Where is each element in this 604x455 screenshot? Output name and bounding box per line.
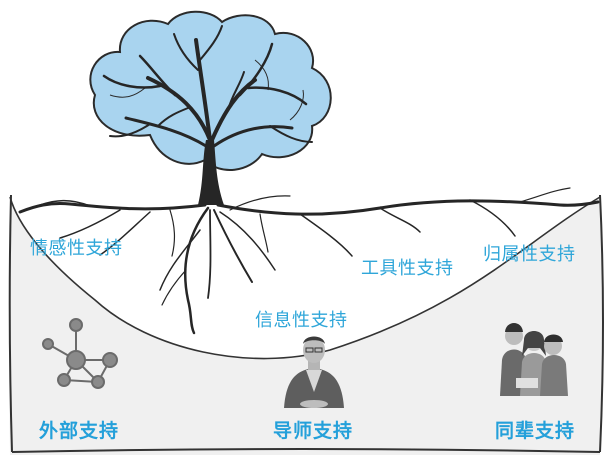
instrumental-support-label: 工具性支持: [361, 258, 454, 279]
ground-right-edge: [599, 194, 604, 453]
tree-trunk: [198, 140, 224, 205]
mentor-support-label: 导师支持: [273, 420, 354, 442]
tree-roots: [18, 187, 600, 335]
emotional-support-label: 情感性支持: [30, 238, 123, 259]
ground-bottom-edge: [11, 448, 601, 453]
ground-area: [9, 197, 603, 455]
informational-support-label: 信息性支持: [255, 310, 348, 331]
network-icon: [42, 318, 118, 389]
peer-group-icon: [500, 323, 568, 396]
peer-support-label: 同辈支持: [495, 420, 576, 442]
ground-left-edge: [8, 194, 13, 453]
external-support-label: 外部支持: [39, 420, 120, 442]
belonging-support-label: 归属性支持: [483, 244, 576, 265]
tree-branches: [102, 25, 313, 148]
ground-curve: [9, 196, 601, 360]
mentor-icon: [284, 336, 344, 408]
